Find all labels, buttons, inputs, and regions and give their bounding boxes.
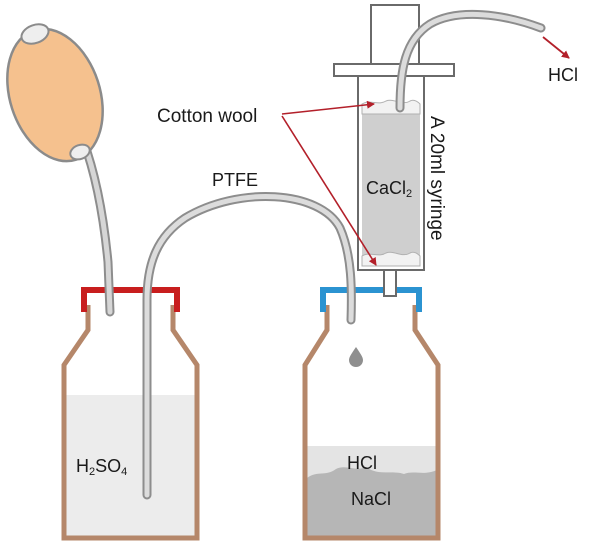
left-bottle: [61, 287, 200, 541]
arrow-cotton-top: [281, 100, 375, 115]
right-bottle-wall: [302, 305, 441, 541]
left-bottle-wall: [61, 305, 200, 541]
right-bottle-cap: [320, 287, 422, 312]
label-cacl2: CaCl2: [366, 178, 412, 200]
label-nacl: NaCl: [351, 489, 391, 509]
hcl-outlet-tube: [395, 10, 546, 113]
arrow-hcl-out: [542, 36, 570, 59]
ptfe-tube: [142, 192, 356, 500]
label-syringe: A 20ml syringe: [426, 116, 447, 241]
cotton-wool-bottom: [361, 251, 421, 267]
left-bottle-cap: [81, 287, 180, 312]
cacl2-fill: [362, 110, 420, 266]
cotton-wool-top: [361, 99, 421, 115]
rubber-bulb: [6, 23, 115, 317]
label-hcl-gas: HCl: [548, 65, 578, 85]
arrow-cotton-bottom: [281, 115, 377, 266]
acid-drop: [349, 347, 363, 367]
right-bottle: [302, 287, 441, 541]
nacl-solid-layer: [307, 467, 437, 536]
label-cotton-wool: Cotton wool: [157, 106, 257, 127]
h2so4-liquid: [66, 395, 195, 537]
syringe-tip: [383, 269, 397, 297]
syringe-flange: [333, 63, 455, 77]
label-h2so4: H2SO4: [76, 456, 127, 478]
label-ptfe: PTFE: [212, 170, 258, 190]
label-hcl-liquid: HCl: [347, 453, 377, 473]
annotation-arrows: [281, 36, 570, 266]
bulb-body: [6, 27, 104, 163]
